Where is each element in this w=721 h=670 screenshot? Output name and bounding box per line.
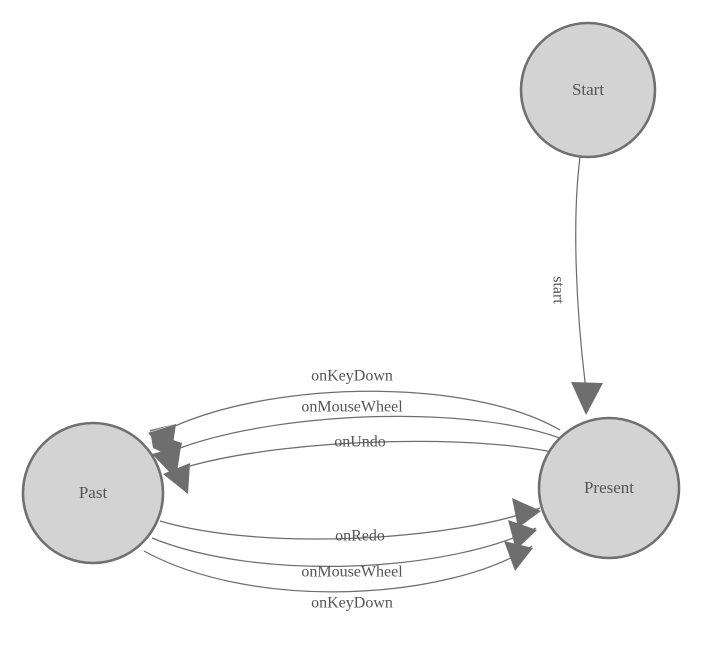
edge-past-to-present-onredo-path [159, 507, 541, 540]
edge-past-to-present-onkeydown[interactable]: onKeyDown [143, 541, 533, 612]
edge-past-to-present-onmousewheel-path [151, 527, 537, 568]
node-present-label: Present [584, 478, 634, 497]
edge-label-past-present-onmousewheel: onMouseWheel [301, 564, 403, 581]
edge-start-to-present-path [575, 156, 587, 391]
edge-present-to-past-onundo-arrowhead [163, 463, 190, 494]
edge-label-present-past-onmousewheel: onMouseWheel [301, 399, 403, 416]
edge-past-to-present-onkeydown-path [143, 545, 533, 593]
edge-label-past-present-onkeydown: onKeyDown [311, 595, 393, 612]
edge-past-to-present-onmousewheel-arrowhead [508, 520, 537, 550]
node-start[interactable]: Start [519, 21, 657, 159]
edge-label-present-past-onkeydown: onKeyDown [311, 368, 393, 385]
node-layer: Start Past Present [21, 21, 681, 565]
node-present[interactable]: Present [537, 416, 681, 560]
edge-layer: start onKeyDown onMouseWheel onUndo [143, 156, 603, 612]
edge-present-to-past-onundo-path [189, 440, 579, 467]
edge-past-to-present-onredo-arrowhead [512, 498, 541, 528]
edge-start-to-present[interactable]: start [549, 156, 603, 415]
node-past[interactable]: Past [21, 421, 165, 565]
node-past-circle [21, 421, 165, 565]
edge-label-start: start [549, 276, 566, 304]
edge-present-to-past-onmousewheel-path [179, 415, 571, 449]
edge-past-to-present-onkeydown-arrowhead [504, 541, 533, 571]
edge-present-to-past-onkeydown-path [174, 390, 561, 431]
node-start-label: Start [572, 80, 604, 99]
edge-present-to-past-onkeydown[interactable]: onKeyDown [148, 368, 561, 460]
edge-present-to-past-onundo[interactable]: onUndo [163, 434, 579, 494]
edge-past-to-present-onredo[interactable]: onRedo [159, 498, 541, 545]
node-present-circle [537, 416, 681, 560]
edge-start-to-present-arrowhead [571, 382, 603, 415]
edge-label-present-past-onundo: onUndo [334, 434, 386, 451]
edge-present-to-past-onmousewheel[interactable]: onMouseWheel [152, 399, 571, 479]
node-past-label: Past [79, 483, 108, 502]
node-start-circle [519, 21, 657, 159]
edge-past-to-present-onmousewheel[interactable]: onMouseWheel [151, 520, 537, 581]
edge-label-past-present-onredo: onRedo [335, 528, 385, 545]
